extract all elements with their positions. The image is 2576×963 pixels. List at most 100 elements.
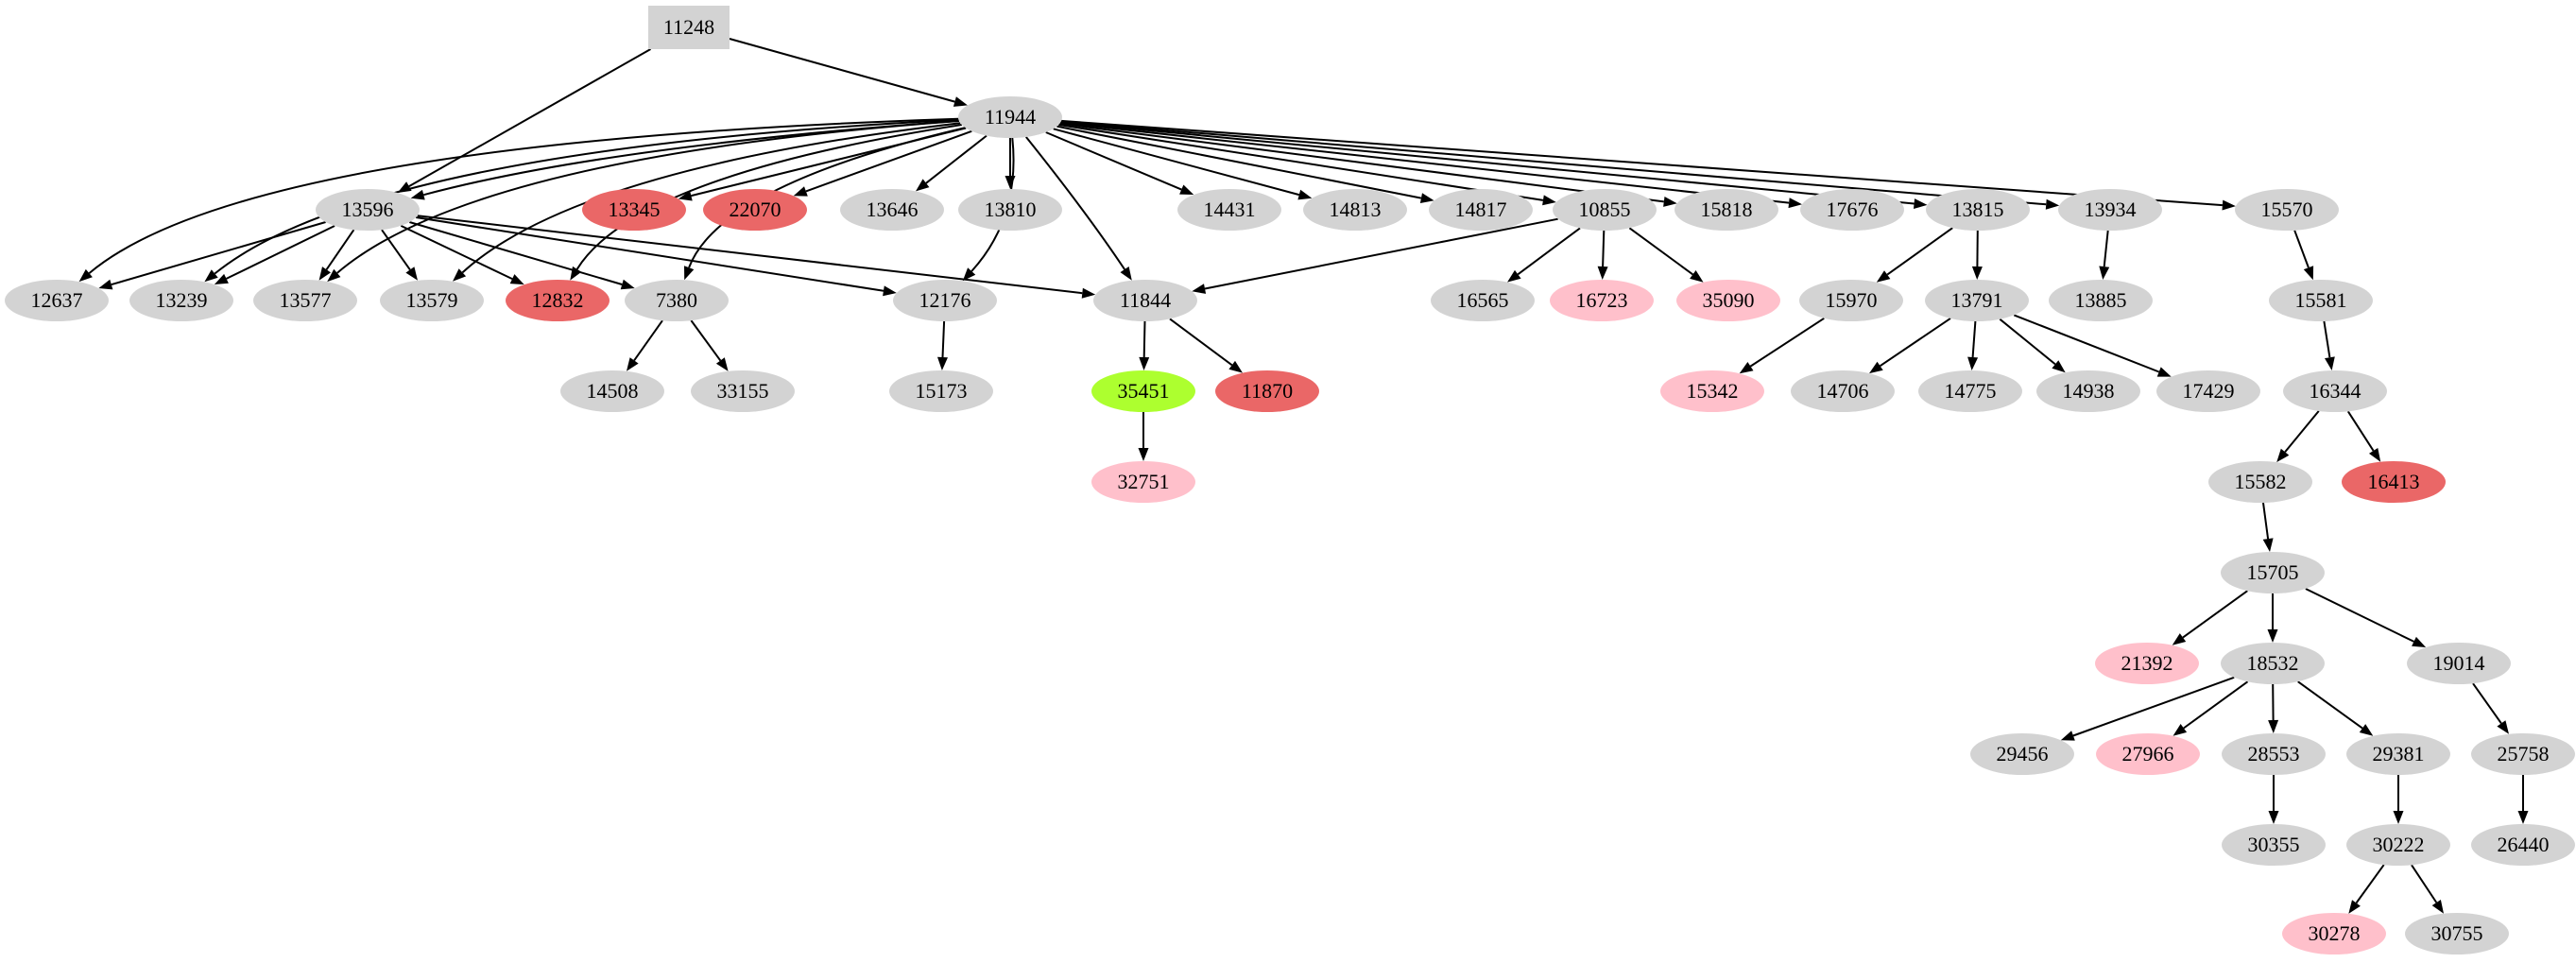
node-ellipse-shape xyxy=(840,189,944,231)
node-ellipse-shape xyxy=(2096,733,2200,775)
node-11248: 11248 xyxy=(648,6,730,49)
node-ellipse-shape xyxy=(893,280,997,321)
node-ellipse-shape xyxy=(2346,824,2450,866)
arrowhead-18532-29381 xyxy=(2359,724,2374,736)
node-ellipse-shape xyxy=(2235,189,2339,231)
edges-layer xyxy=(78,38,2529,914)
node-35090: 35090 xyxy=(1676,280,1780,321)
edge-13596-12637 xyxy=(111,221,326,286)
arrowhead-13596-13579 xyxy=(405,267,418,281)
node-13885: 13885 xyxy=(2049,280,2153,321)
node-14431: 14431 xyxy=(1177,189,1281,231)
edge-10855-11844 xyxy=(1204,217,1558,290)
node-32751: 32751 xyxy=(1091,461,1195,503)
node-ellipse-shape xyxy=(2471,824,2575,866)
node-ellipse-shape xyxy=(380,280,484,321)
node-15705: 15705 xyxy=(2221,552,2325,593)
edge-11944-13646 xyxy=(925,134,987,184)
node-16723: 16723 xyxy=(1550,280,1654,321)
edge-15582-15705 xyxy=(2262,502,2270,540)
arrowhead-11944-13596 xyxy=(410,189,425,200)
arrowhead-25758-26440 xyxy=(2517,811,2529,824)
node-ellipse-shape xyxy=(1918,370,2022,412)
arrowhead-7380-14508 xyxy=(627,357,639,371)
node-ellipse-shape xyxy=(2269,280,2373,321)
arrowhead-15582-15705 xyxy=(2262,538,2274,552)
node-ellipse-shape xyxy=(2222,824,2326,866)
arrowhead-11944-13577 xyxy=(327,268,341,283)
arrowhead-11944-13815 xyxy=(1914,198,1928,209)
node-30755: 30755 xyxy=(2405,913,2509,954)
node-7380: 7380 xyxy=(625,280,729,321)
arrowhead-11944-15818 xyxy=(1663,197,1677,207)
node-13345: 13345 xyxy=(582,189,686,231)
node-ellipse-shape xyxy=(2405,913,2509,954)
edge-16344-16413 xyxy=(2346,410,2375,452)
node-ellipse-shape xyxy=(625,280,729,321)
node-13579: 13579 xyxy=(380,280,484,321)
node-16413: 16413 xyxy=(2342,461,2446,503)
node-30278: 30278 xyxy=(2282,913,2386,954)
node-ellipse-shape xyxy=(1091,370,1195,412)
node-ellipse-shape xyxy=(2222,733,2326,775)
arrowhead-13815-13791 xyxy=(1971,266,1983,280)
edge-13934-13885 xyxy=(2103,230,2109,267)
arrowhead-13596-11844 xyxy=(1081,287,1096,299)
edge-13791-14938 xyxy=(1999,318,2056,366)
arrowhead-11944-14431 xyxy=(1179,184,1194,195)
edge-15570-15581 xyxy=(2293,230,2310,268)
node-ellipse-shape xyxy=(958,96,1062,138)
node-ellipse-shape xyxy=(2221,552,2325,593)
edge-15581-16344 xyxy=(2323,320,2331,358)
node-ellipse-shape xyxy=(5,280,109,321)
arrowhead-13596-12176 xyxy=(883,285,897,297)
arrowhead-13934-13885 xyxy=(2099,266,2110,280)
node-ellipse-shape xyxy=(1553,189,1657,231)
node-ellipse-shape xyxy=(2342,461,2446,503)
node-14706: 14706 xyxy=(1791,370,1895,412)
edge-7380-14508 xyxy=(633,319,663,361)
node-ellipse-shape xyxy=(2471,733,2575,775)
node-ellipse-shape xyxy=(1215,370,1319,412)
node-ellipse-shape xyxy=(253,280,357,321)
node-ellipse-shape xyxy=(2156,370,2260,412)
arrowhead-11944-14817 xyxy=(1419,193,1434,203)
edge-13791-14706 xyxy=(1880,318,1951,368)
node-15818: 15818 xyxy=(1674,189,1778,231)
node-ellipse-shape xyxy=(1091,461,1195,503)
node-ellipse-shape xyxy=(1676,280,1780,321)
edge-18532-29381 xyxy=(2297,680,2363,730)
node-11870: 11870 xyxy=(1215,370,1319,412)
node-11844: 11844 xyxy=(1093,280,1197,321)
node-ellipse-shape xyxy=(1431,280,1535,321)
node-14508: 14508 xyxy=(560,370,664,412)
node-ellipse-shape xyxy=(1303,189,1407,231)
arrowhead-18532-29456 xyxy=(2060,731,2075,741)
edge-11944-13577 xyxy=(336,120,959,274)
node-25758: 25758 xyxy=(2471,733,2575,775)
node-ellipse-shape xyxy=(958,189,1062,231)
node-15173: 15173 xyxy=(889,370,993,412)
node-ellipse-shape xyxy=(1429,189,1533,231)
node-ellipse-shape xyxy=(2282,913,2386,954)
node-ellipse-shape xyxy=(2095,643,2199,684)
edge-13596-12832 xyxy=(400,224,513,281)
arrowhead-11944-14813 xyxy=(1297,189,1313,200)
edge-11944-22070 xyxy=(805,129,972,193)
arrowhead-11844-11870 xyxy=(1228,360,1243,373)
edge-13596-12176 xyxy=(416,216,884,292)
edge-11844-35451 xyxy=(1142,320,1146,358)
edge-11944-13934 xyxy=(1060,120,2047,206)
arrowhead-13791-14938 xyxy=(2052,360,2066,373)
arrowhead-13596-12832 xyxy=(509,274,524,285)
node-30355: 30355 xyxy=(2222,824,2326,866)
node-ellipse-shape xyxy=(560,370,664,412)
arrowhead-11944-13934 xyxy=(2045,198,2060,210)
edge-11944-10855 xyxy=(1058,124,1544,201)
arrowhead-11944-7380 xyxy=(684,266,695,281)
arrowhead-15570-15581 xyxy=(2303,266,2314,281)
edge-11944-14817 xyxy=(1056,125,1422,199)
node-ellipse-shape xyxy=(1791,370,1895,412)
node-14775: 14775 xyxy=(1918,370,2022,412)
